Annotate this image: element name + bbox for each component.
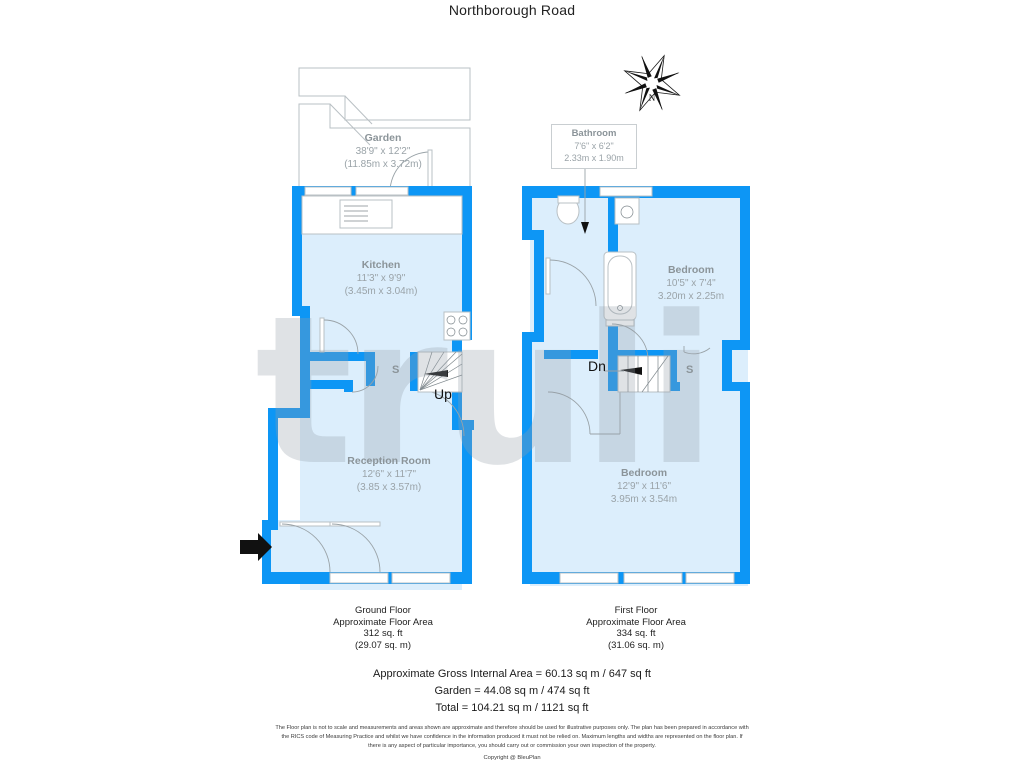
copyright-notice: Copyright @ BleuPlan [483,755,541,761]
ground-windows [304,186,451,584]
room-name: Bathroom [571,128,617,139]
room-dims-metric: 2.33m x 1.90m [564,153,624,163]
room-dims-imperial: 7'6" x 6'2" [574,141,614,151]
first-floor-stairs [604,355,671,393]
disclaimer-line-2: the RICS code of Measuring Practice and … [281,734,743,740]
kitchen-fittings [301,195,471,341]
page-title: Northborough Road [448,2,576,18]
ground-floor-plan [240,186,474,590]
room-name: Bedroom [667,264,715,276]
disclaimer-line-3: there is any aspect of particular import… [368,743,656,749]
stairs-down-label: Dn [588,358,606,374]
ground-storage-label: S [392,364,400,376]
room-dims-imperial: 12'9" x 11'6" [616,481,672,492]
floor-area-m: (31.06 sq. m) [608,639,664,651]
summary-gross: Approximate Gross Internal Area = 60.13 … [373,668,651,680]
room-label-garden: Garden 38'9" x 12'2" (11.85m x 3.72m) [290,132,476,171]
garden-outline [298,67,471,193]
floor-name: First Floor [614,605,658,616]
floor-area-heading: Approximate Floor Area [333,616,433,628]
first-floor-windows [559,186,735,584]
entrance-arrow-icon [240,533,272,561]
floor-area-heading: Approximate Floor Area [586,616,686,628]
disclaimer: The Floor plan is not to scale and measu… [180,724,844,751]
room-label-reception-room: Reception Room 12'6" x 11'7" (3.85 x 3.5… [300,455,478,494]
room-dims-imperial: 12'6" x 11'7" [361,469,417,480]
room-dims-metric: (3.85 x 3.57m) [356,482,422,493]
ground-stairs [417,351,463,393]
first-floor-caption: First Floor Approximate Floor Area 334 s… [536,605,736,651]
room-dims-metric: 3.95m x 3.54m [610,494,678,505]
floor-name: Ground Floor [355,605,411,616]
first-storage-label: S [686,364,694,376]
bathroom-fittings [545,195,649,435]
room-name: Garden [364,132,402,144]
floor-area-m: (29.07 sq. m) [355,639,411,651]
room-label-bedroom-2: Bedroom 12'9" x 11'6" 3.95m x 3.54m [578,467,710,506]
disclaimer-line-1: The Floor plan is not to scale and measu… [275,725,749,731]
floor-area-ft: 312 sq. ft [363,628,403,639]
summary-garden: Garden = 44.08 sq m / 474 sq ft [434,685,590,697]
room-label-bedroom-1: Bedroom 10'5" x 7'4" 3.20m x 2.25m [630,264,752,303]
room-name: Reception Room [347,455,431,467]
compass-rose-icon: N [623,54,681,112]
room-name: Kitchen [361,259,401,271]
first-floor-storage [683,346,711,355]
room-label-kitchen: Kitchen 11'3" x 9'9" (3.45m x 3.04m) [300,259,462,298]
room-name: Bedroom [620,467,668,479]
summary-total: Total = 104.21 sq m / 1121 sq ft [435,702,589,714]
first-floor-plan [522,166,750,586]
room-dims-imperial: 11'3" x 9'9" [356,273,406,284]
room-callout-bathroom: Bathroom 7'6" x 6'2" 2.33m x 1.90m [551,124,637,169]
svg-text:N: N [649,93,656,103]
bathroom-leader-arrow [581,166,589,234]
ground-doors [279,317,465,573]
room-dims-metric: (3.45m x 3.04m) [344,286,418,297]
room-dims-metric: (11.85m x 3.72m) [344,159,422,170]
stairs-up-label: Up [434,386,452,402]
area-summary: Approximate Gross Internal Area = 60.13 … [0,666,1024,717]
room-dims-metric: 3.20m x 2.25m [657,291,725,302]
room-dims-imperial: 38'9" x 12'2" [355,146,411,157]
room-dims-imperial: 10'5" x 7'4" [666,278,716,289]
ground-floor-caption: Ground Floor Approximate Floor Area 312 … [283,605,483,651]
floor-area-ft: 334 sq. ft [616,628,656,639]
